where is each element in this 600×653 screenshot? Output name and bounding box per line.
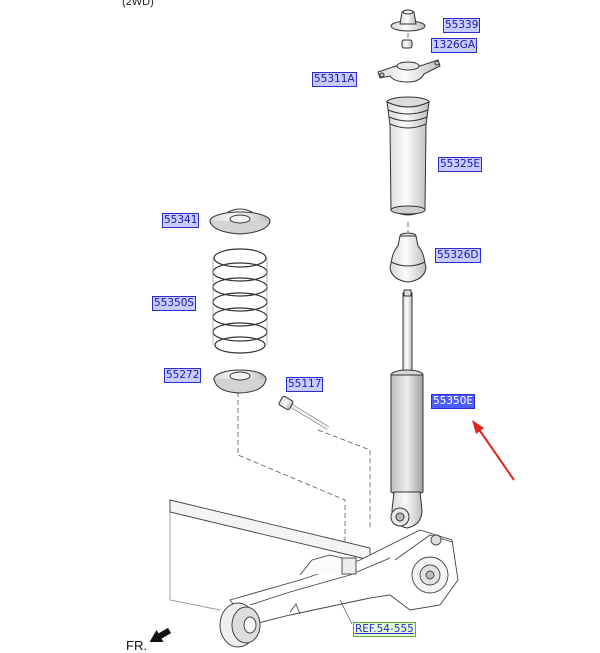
callout-lock-nut[interactable]: 1326GA — [431, 38, 478, 53]
trailing-arm-bushing — [219, 602, 261, 648]
callout-lower-spring-pad[interactable]: 55272 — [164, 368, 202, 383]
ref-leader-line — [339, 599, 353, 625]
callout-bump-stopper[interactable]: 55326D — [435, 248, 481, 263]
callout-dust-cover[interactable]: 55325E — [438, 157, 483, 172]
callout-upper-mount[interactable]: 55311A — [312, 72, 357, 87]
red-pointer-arrow — [472, 420, 515, 481]
insulator-cap-part[interactable] — [390, 9, 426, 32]
callout-shock-absorber[interactable]: 55350E — [431, 394, 476, 409]
lock-nut-part[interactable] — [401, 39, 413, 49]
callout-coil-spring[interactable]: 55350S — [152, 296, 197, 311]
shock-absorber-part[interactable] — [390, 289, 424, 529]
callout-upper-spring-pad[interactable]: 55341 — [162, 213, 200, 228]
front-arrow-icon — [149, 627, 172, 643]
callout-insulator-cap[interactable]: 55339 — [443, 18, 481, 33]
callout-reference[interactable]: REF.54-555 — [353, 622, 416, 637]
variant-label: (2WD) — [122, 0, 154, 8]
upper-mount-part[interactable] — [377, 59, 441, 83]
mounting-bolt-part[interactable] — [278, 395, 330, 430]
callout-mounting-bolt[interactable]: 55117 — [286, 377, 324, 392]
coil-spring-part[interactable] — [212, 248, 268, 354]
assembly-guide-lines — [237, 33, 409, 555]
dust-cover-part[interactable] — [386, 96, 430, 216]
rear-axle-beam — [169, 499, 459, 626]
upper-spring-pad-part[interactable] — [209, 208, 271, 235]
lower-spring-pad-part[interactable] — [213, 369, 267, 394]
bump-stopper-part[interactable] — [389, 232, 427, 283]
front-direction-label: FR. — [126, 638, 147, 653]
